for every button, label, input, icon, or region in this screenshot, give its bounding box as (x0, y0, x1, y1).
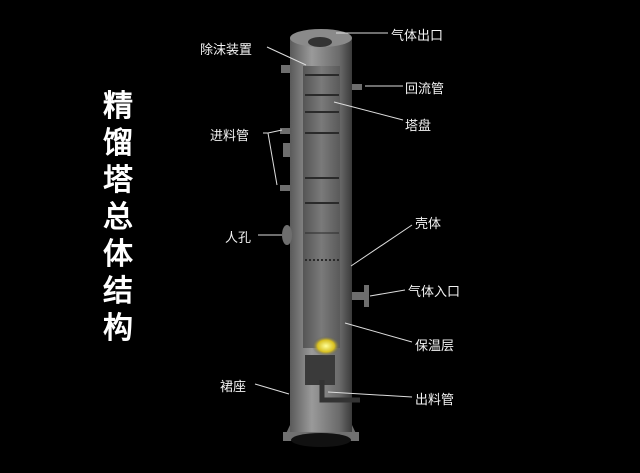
skirt (283, 345, 360, 447)
label-skirt: 裙座 (220, 380, 247, 395)
label-manhole: 人孔 (225, 231, 252, 246)
trays (305, 74, 339, 261)
nozzles (280, 65, 369, 307)
title-char: 塔 (103, 163, 133, 198)
label-discharge-pipe: 出料管 (415, 393, 455, 408)
label-shell: 壳体 (415, 217, 442, 232)
title-char: 构 (103, 311, 133, 346)
title-char: 结 (103, 274, 133, 309)
label-tray: 塔盘 (405, 119, 432, 134)
gas-outlet-nozzle (308, 37, 332, 47)
title-char: 总 (103, 200, 133, 235)
title-char: 馏 (103, 126, 133, 161)
diagram-title: 精 馏 塔 总 体 结 构 (100, 88, 136, 347)
shell (290, 29, 352, 356)
label-feed-pipe: 进料管 (210, 129, 250, 144)
leader-lines (254, 32, 413, 398)
label-demister: 除沫装置 (200, 43, 253, 58)
label-reflux-pipe: 回流管 (405, 82, 445, 97)
label-insulation: 保温层 (415, 339, 455, 354)
title-char: 体 (103, 237, 133, 272)
discharge-pipe (319, 380, 360, 403)
manhole (282, 225, 292, 245)
title-char: 精 (103, 89, 133, 124)
label-gas-outlet: 气体出口 (391, 29, 444, 44)
label-gas-inlet: 气体入口 (408, 285, 461, 300)
gas-inlet-flange (364, 285, 369, 307)
